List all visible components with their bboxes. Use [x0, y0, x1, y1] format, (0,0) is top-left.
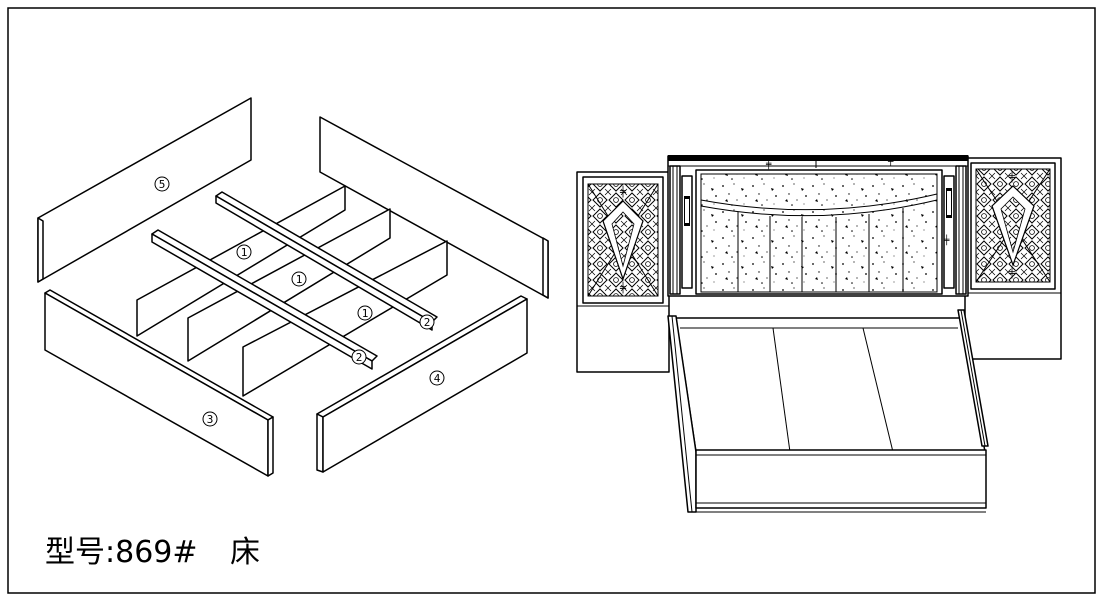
callout-4-label: 4 [434, 372, 441, 385]
slat-b2 [151, 229, 378, 370]
callout-1c-label: 1 [362, 307, 369, 320]
panel-3 [44, 289, 274, 477]
callout-2a: 2 [419, 314, 435, 330]
product-name: 床 [230, 535, 260, 570]
left-nightstand: ╪ ╪ [576, 171, 670, 373]
headboard-mark-inner: ╪ [943, 234, 950, 246]
left-nightstand-mark-top: ╪ [619, 185, 627, 198]
callout-3-label: 3 [207, 413, 214, 426]
assembled-bed-view: ╪ ╪ ╪ ╪ ╪ ╪ [576, 155, 1062, 513]
sheet-border [7, 7, 1096, 594]
callout-3: 3 [202, 411, 218, 427]
panel-back [319, 116, 549, 299]
right-nightstand-mark-bottom: ╪ [1008, 266, 1016, 279]
panel-4 [316, 295, 528, 473]
headboard-mark-right: ╪ [887, 155, 894, 167]
left-nightstand-mark-bottom: ╪ [619, 281, 627, 294]
callout-2b: 2 [351, 349, 367, 365]
callout-1b-label: 1 [296, 273, 303, 286]
callout-1a: 1 [236, 244, 252, 260]
exploded-view: 5 1 1 1 2 2 3 4 [37, 97, 549, 477]
callout-5: 5 [154, 176, 170, 192]
panel-5 [37, 97, 252, 283]
callout-1c: 1 [357, 305, 373, 321]
callout-1a-label: 1 [241, 246, 248, 259]
slat-b1 [215, 191, 438, 331]
right-nightstand: ╪ ╪ [964, 157, 1062, 360]
slat-a2 [187, 208, 391, 362]
callout-2a-label: 2 [424, 316, 431, 329]
model-label: 型号:869# [45, 535, 198, 570]
callout-4: 4 [429, 370, 445, 386]
bed-frame [667, 309, 989, 513]
right-nightstand-mark-top: ╪ [1008, 170, 1016, 183]
headboard-mark-left: ╪ [765, 158, 772, 170]
slat-a3 [242, 240, 448, 397]
callout-2b-label: 2 [356, 351, 363, 364]
headboard: ╪ ╪ ╪ [667, 155, 969, 297]
callout-5-label: 5 [159, 178, 166, 191]
callout-1b: 1 [291, 271, 307, 287]
